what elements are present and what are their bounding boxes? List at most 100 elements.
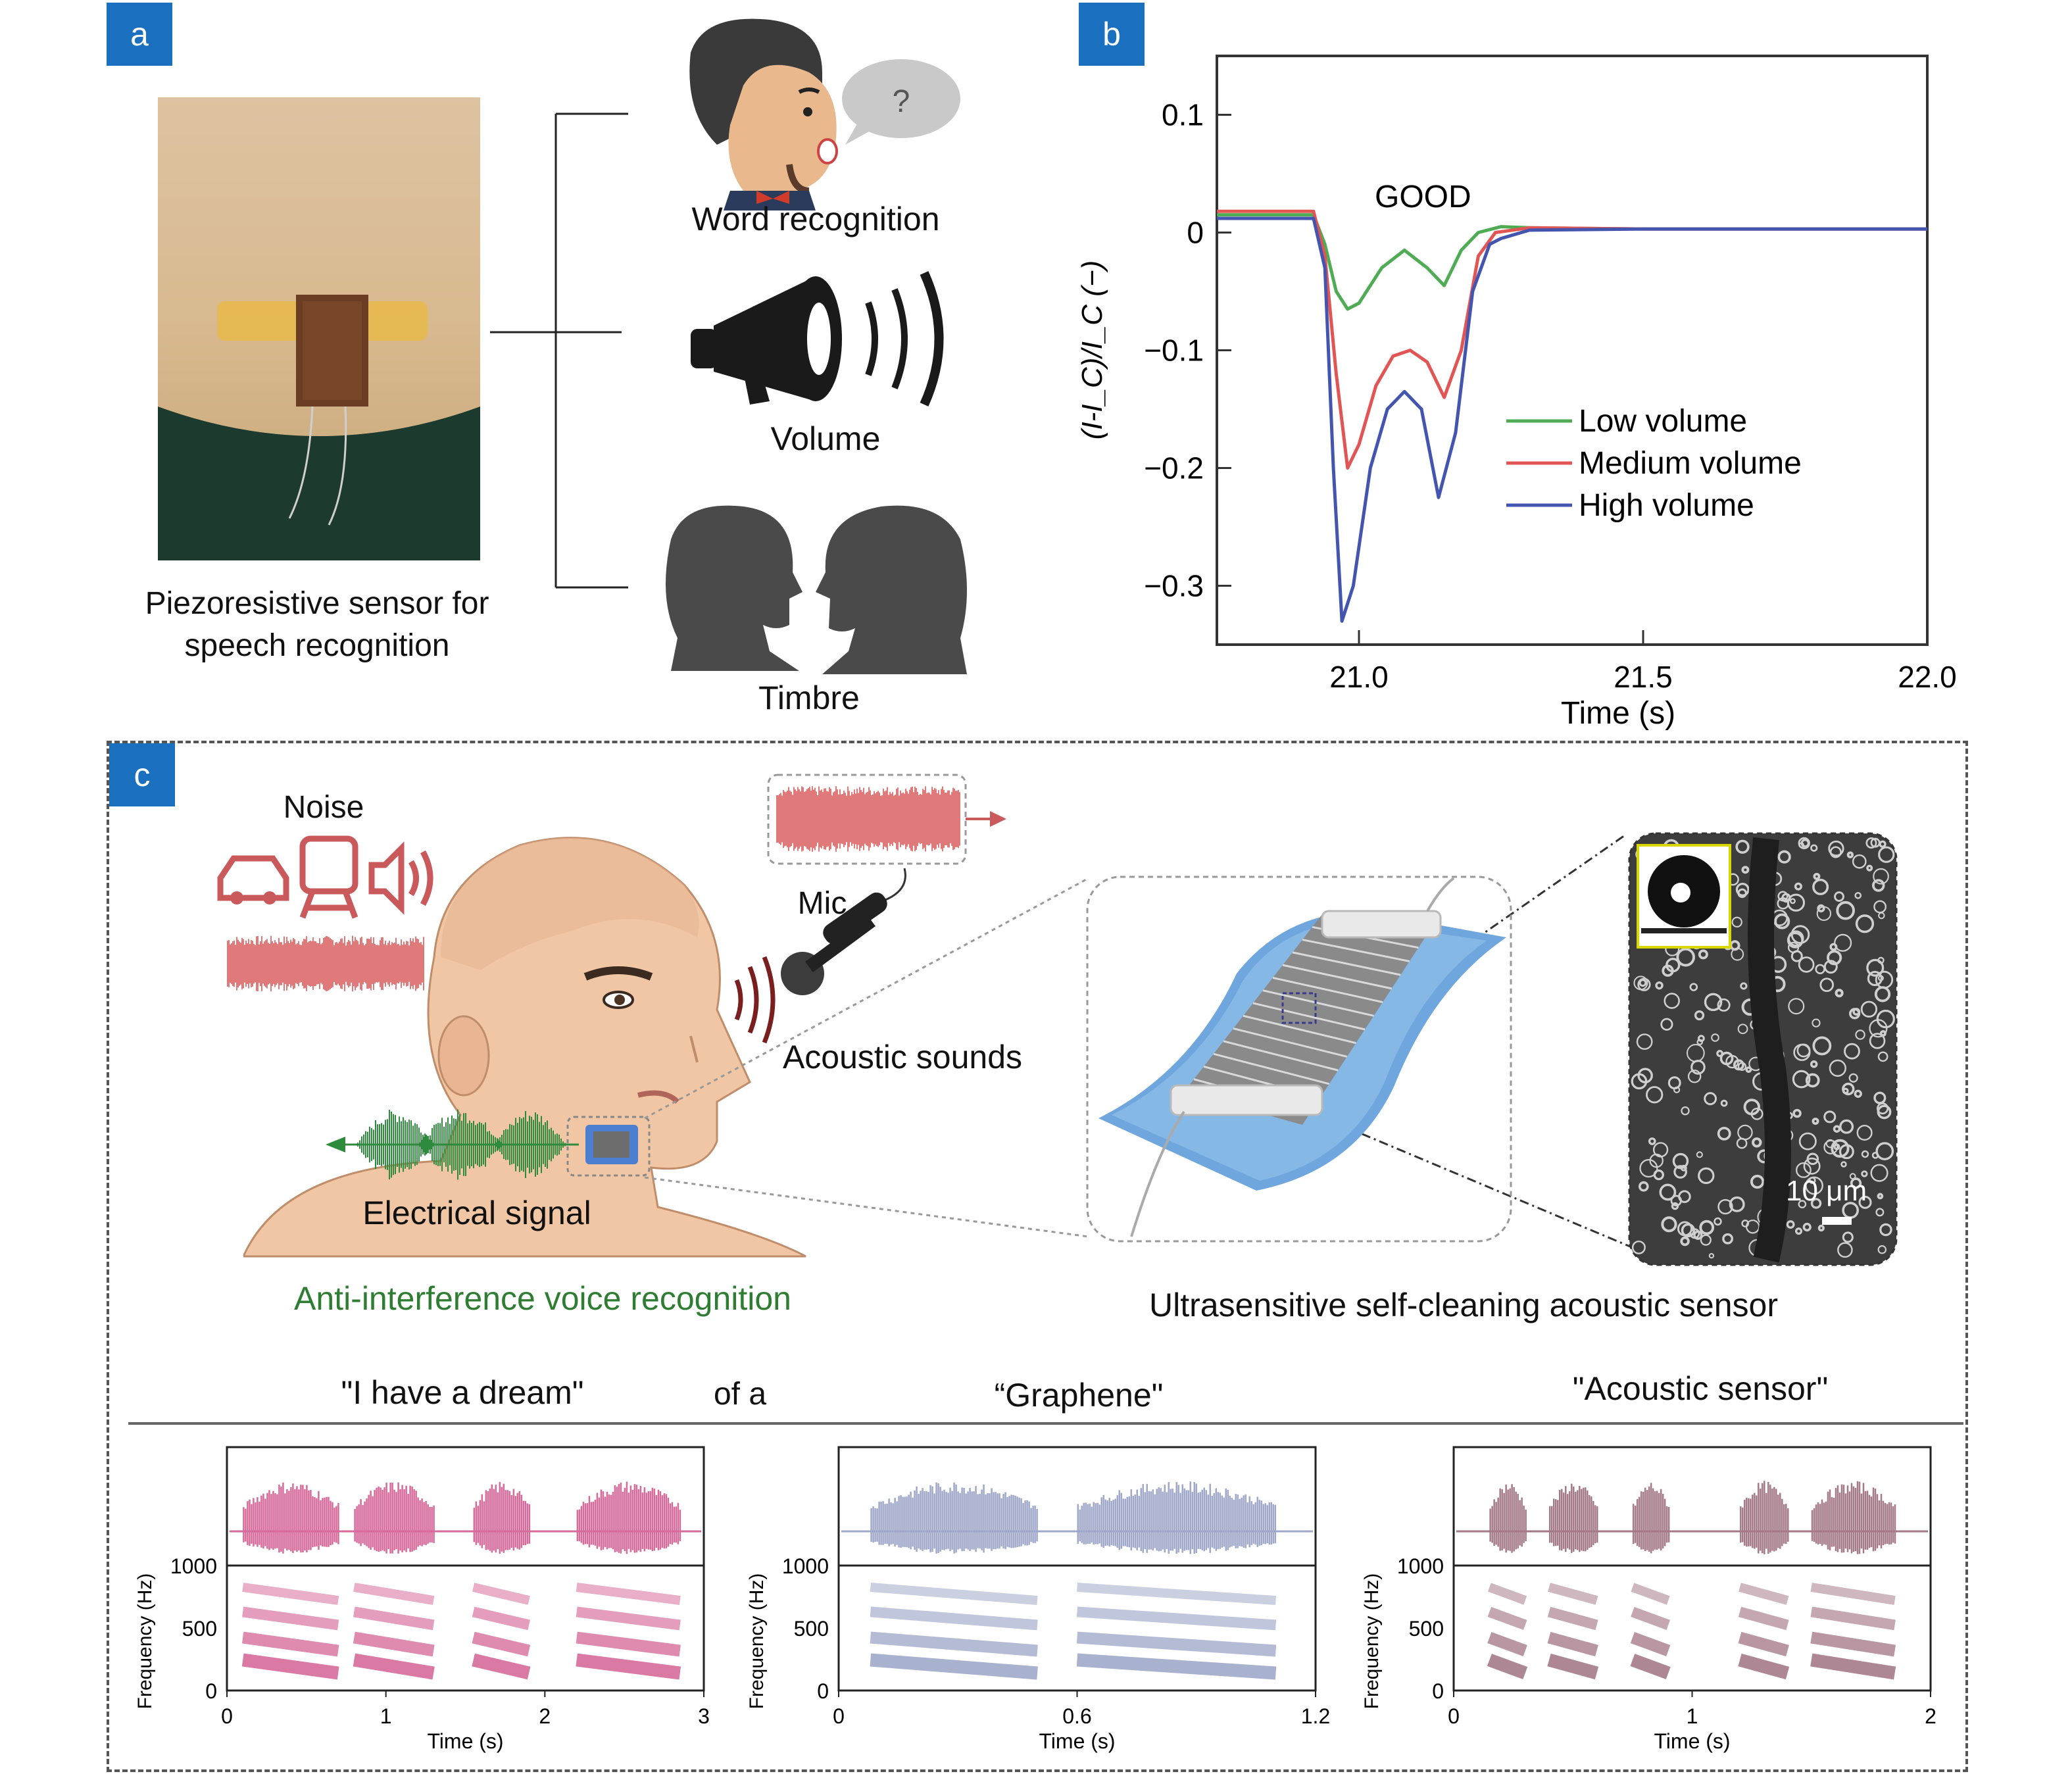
- harmonic-bands-4: [1810, 1583, 1896, 1680]
- panel-c-frame: [107, 741, 1968, 1772]
- timbre-label: Timbre: [758, 679, 860, 716]
- loudspeaker-icon: [368, 841, 405, 915]
- x-tick-label: 22.0: [1898, 660, 1957, 694]
- harmonic-bands-2: [1630, 1583, 1671, 1679]
- legend-label-0: Low volume: [1579, 404, 1747, 439]
- acoustic-sounds-label: Acoustic sounds: [782, 1039, 1023, 1075]
- electrical-signal-label: Electrical signal: [362, 1195, 591, 1231]
- waveform-segment-3: [1740, 1481, 1789, 1554]
- x-tick-label: 21.0: [1329, 660, 1389, 694]
- x-axis-label: Time (s): [427, 1729, 503, 1753]
- harmonic-bands-0: [870, 1583, 1038, 1680]
- waveform-segment-1: [1077, 1481, 1276, 1554]
- harmonic-bands-3: [1738, 1583, 1790, 1680]
- y-tick-label: 500: [1409, 1617, 1444, 1641]
- y-tick-label: 0.1: [1162, 98, 1204, 132]
- panel-a-badge: a: [107, 3, 172, 66]
- sem-micrograph: 10 μm: [1628, 832, 1898, 1266]
- y-axis-label: Frequency (Hz): [134, 1573, 156, 1710]
- word-recognition-label: Word recognition: [691, 201, 940, 237]
- series-line-2: [1217, 216, 1927, 623]
- y-tick-label: 1000: [170, 1554, 217, 1578]
- phrase-divider: [128, 1422, 1963, 1425]
- volume-line-chart: 0.1 0 −0.1 −0.2 −0.3 21.0 21.5 22.0 GOOD Time …: [1076, 55, 1957, 731]
- phrase-1: "I have a dream": [341, 1374, 584, 1411]
- good-annotation: GOOD: [1375, 180, 1471, 214]
- x-axis-label: Time (s): [1561, 696, 1675, 731]
- x-tick-label: 0.6: [1062, 1704, 1091, 1728]
- x-axis-label: Time (s): [1039, 1729, 1115, 1753]
- bracket-connector: [490, 112, 628, 589]
- noise-icons: [217, 835, 433, 919]
- x-tick-label: 1: [380, 1704, 392, 1728]
- noise-waveform: [227, 935, 424, 992]
- anti-interference-label: Anti-interference voice recognition: [294, 1280, 791, 1317]
- train-icon: [299, 835, 358, 895]
- two-heads-silhouette-icon: [666, 505, 967, 674]
- scale-bar-label: 10 μm: [1786, 1175, 1867, 1207]
- waveform-segment-3: [576, 1481, 681, 1554]
- x-tick-label: 0: [221, 1704, 233, 1728]
- y-tick-label: 500: [794, 1617, 829, 1641]
- megaphone-icon: [691, 271, 944, 407]
- phrase-2: “Graphene": [994, 1377, 1164, 1414]
- mic-waveform: [767, 774, 1006, 865]
- waveform-segment-1: [354, 1482, 435, 1554]
- mic-label: Mic: [797, 886, 847, 921]
- y-axis-label: Frequency (Hz): [1361, 1573, 1383, 1710]
- waveform-segment-4: [1811, 1481, 1896, 1554]
- y-tick-label: 0: [205, 1679, 217, 1703]
- harmonic-bands-0: [241, 1583, 339, 1680]
- harmonic-bands-3: [576, 1583, 681, 1680]
- car-icon: [217, 855, 289, 901]
- harmonic-bands-0: [1487, 1583, 1528, 1679]
- sound-waves: [734, 956, 776, 1044]
- harmonic-bands-1: [353, 1583, 435, 1680]
- x-tick-label: 1.2: [1301, 1704, 1330, 1728]
- harmonic-bands-1: [1076, 1583, 1277, 1680]
- electrical-signal-waveform: [326, 1109, 579, 1180]
- mic-icon[interactable]: [773, 855, 918, 1013]
- y-tick-label: 1000: [782, 1554, 829, 1578]
- y-tick-label: −0.3: [1144, 569, 1204, 603]
- acoustic-sensor-device: [1086, 876, 1512, 1243]
- x-tick-label: 0: [1448, 1704, 1460, 1728]
- bubble-question-mark: ?: [893, 84, 910, 119]
- human-head-illustration: [243, 837, 806, 1258]
- x-tick-label: 2: [539, 1704, 551, 1728]
- harmonic-bands-2: [472, 1583, 531, 1680]
- y-tick-label: 500: [182, 1617, 217, 1641]
- legend-label-1: Medium volume: [1579, 446, 1802, 481]
- legend-label-2: High volume: [1579, 488, 1754, 523]
- y-axis-label: (I-I_C)/I_C (−): [1076, 260, 1108, 440]
- x-tick-label: 21.5: [1614, 660, 1673, 694]
- phrase-3: "Acoustic sensor": [1572, 1370, 1829, 1407]
- waveform-segment-0: [1489, 1484, 1527, 1553]
- sensor-caption-line2: speech recognition: [184, 628, 450, 663]
- harmonic-bands-1: [1547, 1583, 1599, 1680]
- x-tick-label: 0: [833, 1704, 845, 1728]
- waveform-segment-2: [473, 1481, 531, 1554]
- panel-c-badge: c: [109, 743, 175, 806]
- y-tick-label: 0: [817, 1679, 829, 1703]
- y-tick-label: 0: [1432, 1679, 1444, 1703]
- speaker-face-icon: ?: [689, 18, 960, 210]
- x-tick-label: 1: [1687, 1704, 1698, 1728]
- y-tick-label: 1000: [1397, 1554, 1444, 1578]
- panel-b-badge: b: [1079, 3, 1145, 66]
- sensor-title-label: Ultrasensitive self-cleaning acoustic se…: [1149, 1287, 1778, 1323]
- x-tick-label: 3: [698, 1704, 710, 1728]
- spectrogram-frame: [226, 1446, 705, 1692]
- volume-label: Volume: [770, 420, 881, 457]
- series-line-0: [1217, 213, 1927, 311]
- y-tick-label: −0.1: [1144, 333, 1204, 368]
- series-line-1: [1217, 209, 1927, 470]
- sensor-caption-line1: Piezoresistive sensor for: [145, 586, 489, 621]
- y-tick-label: −0.2: [1144, 451, 1204, 485]
- y-tick-label: 0: [1187, 216, 1204, 250]
- sensor-photo: [158, 97, 480, 560]
- waveform-segment-0: [243, 1482, 339, 1554]
- scale-bar: [1822, 1217, 1852, 1225]
